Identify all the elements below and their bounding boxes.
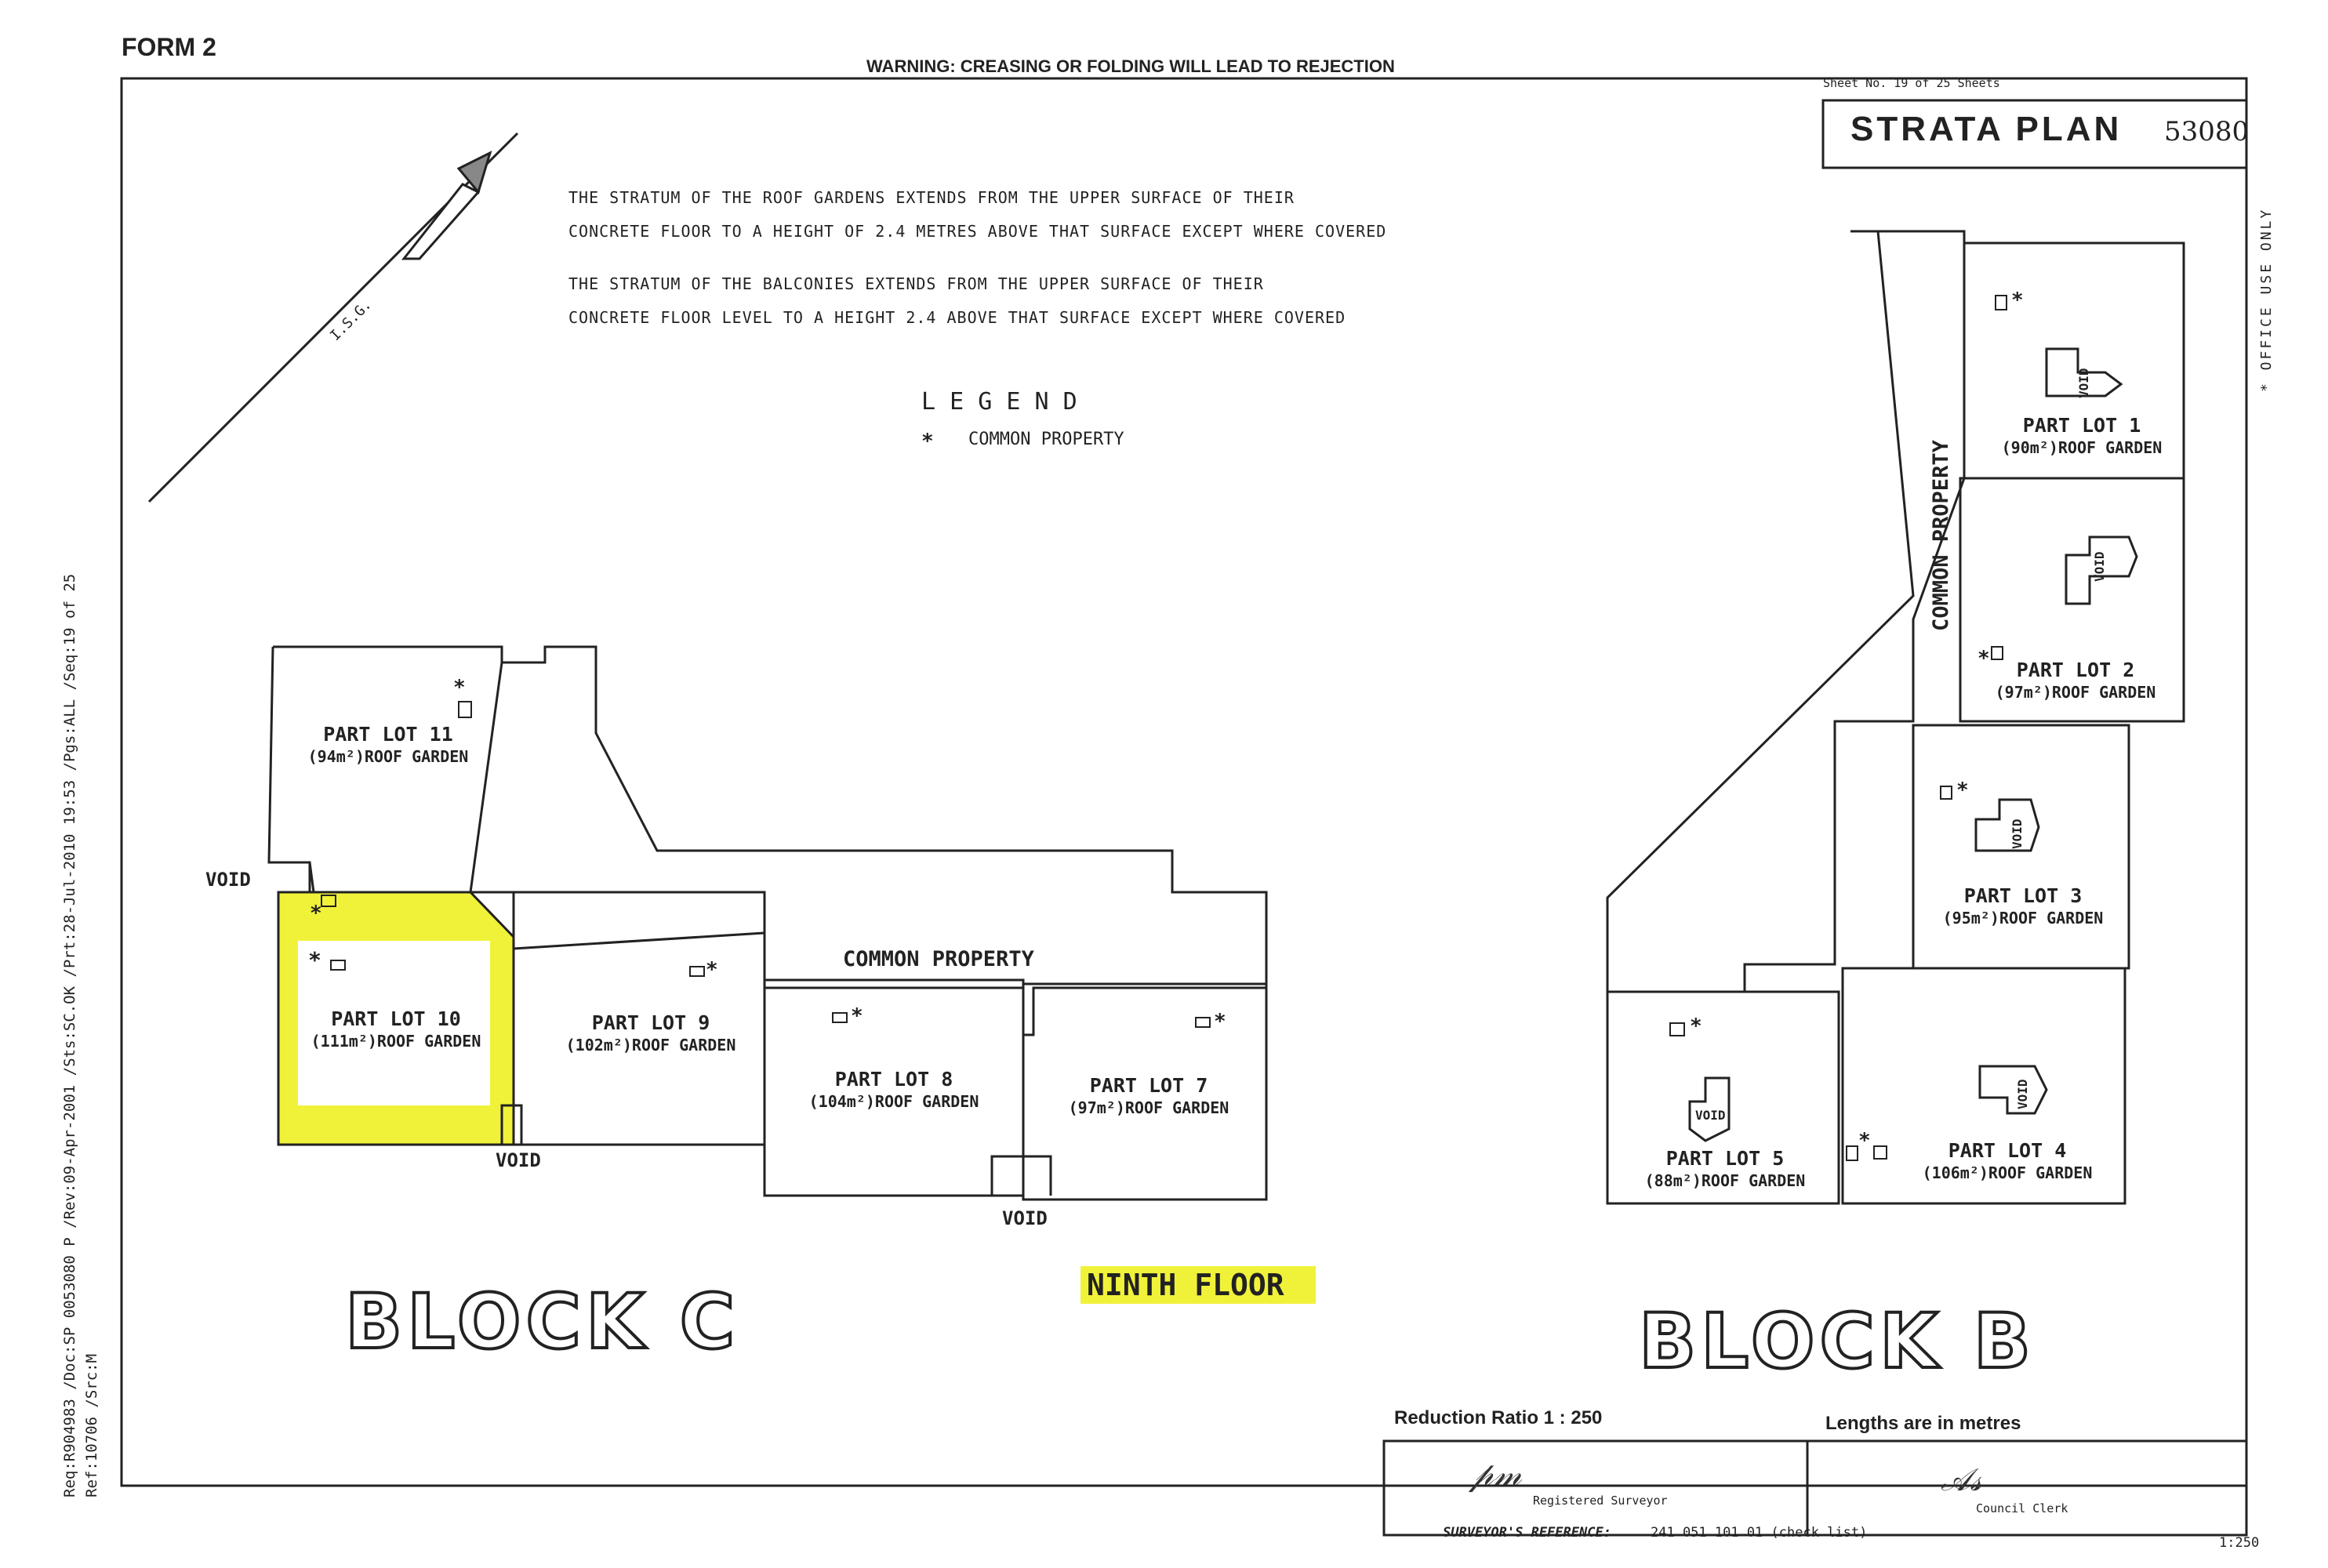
common-marker: * bbox=[308, 947, 321, 973]
registration-stamp: Req:R904983 /Doc:SP 0053080 P /Rev:09-Ap… bbox=[61, 573, 78, 1497]
legend-entry: COMMON PROPERTY bbox=[968, 430, 1124, 449]
lot-1-label: PART LOT 1(90m²)ROOF GARDEN bbox=[2001, 414, 2163, 457]
block-c-title: BLOCK C bbox=[343, 1276, 740, 1367]
lot-5-label: PART LOT 5(88m²)ROOF GARDEN bbox=[1644, 1147, 1806, 1190]
lot-11-label: PART LOT 11(94m²)ROOF GARDEN bbox=[307, 723, 469, 766]
surveyor-reference-value: 241 051 101 01 (check list) bbox=[1651, 1525, 1868, 1541]
title-box bbox=[1821, 99, 2248, 169]
common-property-block-c: COMMON PROPERTY bbox=[843, 947, 1034, 971]
legend-symbol: * bbox=[921, 430, 934, 453]
scale-note: 1:250 bbox=[2219, 1535, 2260, 1551]
void-label-lot1: VOID bbox=[2076, 368, 2091, 398]
roof-note-line-2: CONCRETE FLOOR TO A HEIGHT OF 2.4 METRES… bbox=[568, 222, 1387, 241]
floor-label: NINTH FLOOR bbox=[1080, 1266, 1316, 1304]
block-b-outline bbox=[1606, 230, 2185, 1205]
roof-note-line-1: THE STRATUM OF THE ROOF GARDENS EXTENDS … bbox=[568, 188, 1295, 207]
common-marker: * bbox=[2011, 289, 2024, 312]
common-marker: * bbox=[851, 1004, 863, 1028]
common-marker: * bbox=[1978, 647, 1990, 670]
surveyor-caption: Registered Surveyor bbox=[1533, 1494, 1668, 1508]
lot-3-label: PART LOT 3(95m²)ROOF GARDEN bbox=[1942, 884, 2104, 927]
lot-2-label: PART LOT 2(97m²)ROOF GARDEN bbox=[1995, 659, 2156, 702]
block-c-outline bbox=[267, 645, 1268, 1201]
plan-number: 53080 bbox=[2164, 116, 2250, 147]
lot-9-label: PART LOT 9(102m²)ROOF GARDEN bbox=[565, 1011, 736, 1054]
common-marker: * bbox=[453, 676, 466, 699]
common-marker: * bbox=[1956, 779, 1969, 802]
warning-text: WARNING: CREASING OR FOLDING WILL LEAD T… bbox=[866, 56, 1395, 76]
common-marker: * bbox=[1690, 1014, 1702, 1038]
surveyor-reference-label: SURVEYOR'S REFERENCE: bbox=[1443, 1525, 1611, 1541]
void-label-lot10: VOID bbox=[496, 1149, 541, 1171]
void-label-lot2: VOID bbox=[2092, 551, 2107, 582]
common-marker: * bbox=[706, 958, 718, 982]
lengths-note: Lengths are in metres bbox=[1825, 1413, 2021, 1434]
common-property-block-b: COMMON PROPERTY bbox=[1929, 440, 1953, 631]
marker-squares bbox=[321, 295, 2007, 1161]
lot-4-label: PART LOT 4(106m²)ROOF GARDEN bbox=[1922, 1139, 2093, 1182]
clerk-signature: 𝒜𝓈 bbox=[1941, 1462, 1982, 1498]
void-label-west: VOID bbox=[205, 869, 251, 891]
lot-10-label: PART LOT 10(111m²)ROOF GARDEN bbox=[311, 1007, 481, 1051]
void-label-lot4: VOID bbox=[2015, 1079, 2030, 1109]
common-marker: * bbox=[1858, 1129, 1871, 1152]
north-arrow bbox=[147, 132, 519, 503]
sheet-border bbox=[120, 77, 2248, 1487]
plan-title: STRATA PLAN bbox=[1850, 110, 2123, 148]
reference-stamp: Ref:10706 /Src:M bbox=[83, 1353, 100, 1497]
balcony-note-line-1: THE STRATUM OF THE BALCONIES EXTENDS FRO… bbox=[568, 274, 1264, 293]
legend-title: L E G E N D bbox=[921, 388, 1077, 416]
office-use-note: * OFFICE USE ONLY bbox=[2258, 207, 2275, 392]
common-marker: * bbox=[1214, 1010, 1226, 1033]
clerk-caption: Council Clerk bbox=[1976, 1501, 2068, 1515]
void-label-lot5: VOID bbox=[1695, 1108, 1726, 1123]
block-b-title: BLOCK B bbox=[1637, 1296, 2036, 1387]
form-label: FORM 2 bbox=[122, 33, 216, 61]
balcony-note-line-2: CONCRETE FLOOR LEVEL TO A HEIGHT 2.4 ABO… bbox=[568, 308, 1346, 327]
common-marker: * bbox=[310, 902, 322, 925]
surveyor-signature: 𝓅𝓂 bbox=[1470, 1454, 1522, 1493]
void-shapes bbox=[1688, 347, 2138, 1142]
lot-8-label: PART LOT 8(104m²)ROOF GARDEN bbox=[808, 1068, 979, 1111]
reduction-ratio: Reduction Ratio 1 : 250 bbox=[1394, 1407, 1603, 1428]
void-label-lot8: VOID bbox=[1002, 1207, 1048, 1229]
lot-7-label: PART LOT 7(97m²)ROOF GARDEN bbox=[1068, 1074, 1229, 1117]
void-label-lot3: VOID bbox=[2010, 818, 2025, 849]
sheet-number: Sheet No. 19 of 25 Sheets bbox=[1823, 76, 2000, 90]
